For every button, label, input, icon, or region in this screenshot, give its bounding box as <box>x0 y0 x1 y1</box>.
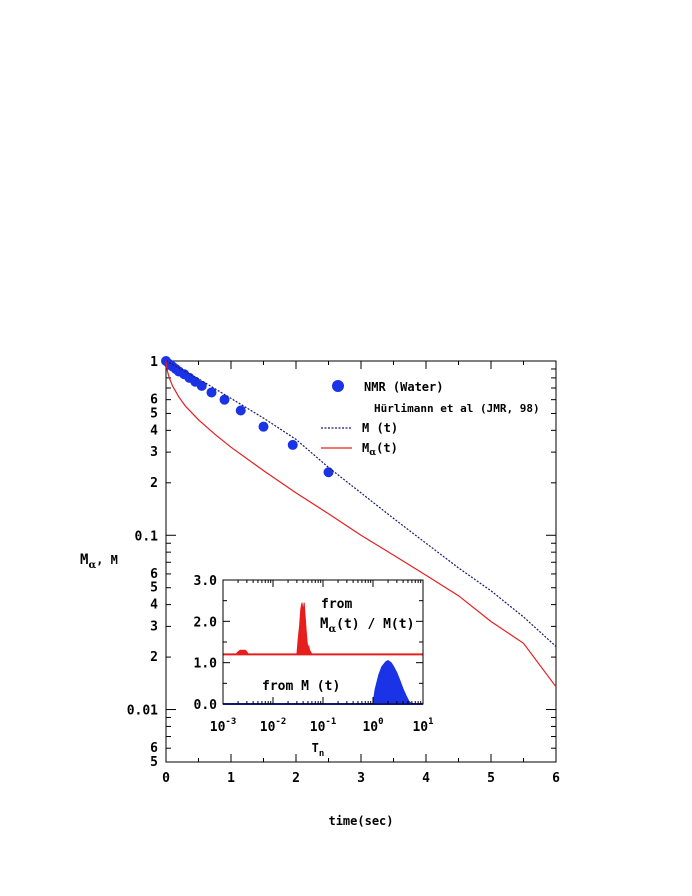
x-tick-label: 0 <box>162 771 170 786</box>
x-tick-label: 6 <box>552 771 560 786</box>
x-tick-label: 1 <box>227 771 235 786</box>
nmr-data-point <box>196 380 207 391</box>
x-tick-label: 5 <box>487 771 495 786</box>
nmr-data-point <box>235 405 246 416</box>
inset-x-tick-base: 10 <box>260 720 276 735</box>
inset-ratio-main: M <box>320 616 328 632</box>
legend-malpha-main: M <box>362 441 369 455</box>
inset-y-tick-label: 1.0 <box>194 657 218 672</box>
inset-x-tick-base: 10 <box>310 720 326 735</box>
inset-y-tick-label: 0.0 <box>194 698 218 713</box>
x-axis-title: time(sec) <box>328 814 393 828</box>
inset-x-tick-exponent: -2 <box>275 717 286 727</box>
inset-x-tick-exponent: -3 <box>225 717 236 727</box>
legend-malpha-label: Mα(t) <box>362 441 398 458</box>
inset-x-tick-label: 10-2 <box>260 717 287 735</box>
inset-y-tick-label: 3.0 <box>194 574 218 589</box>
legend-nmr-label: NMR (Water) <box>364 380 443 394</box>
legend-malpha-sub: α <box>369 448 376 458</box>
y-minor-tick-label: 4 <box>150 598 158 613</box>
legend-m-label: M (t) <box>362 421 398 435</box>
nmr-data-point <box>219 394 230 405</box>
inset-x-title-main: T <box>312 741 319 755</box>
m-t-curve <box>165 360 557 647</box>
y-major-tick-label: 0.01 <box>127 704 158 719</box>
legend-malpha-rest: (t) <box>376 441 398 455</box>
x-tick-label: 4 <box>422 771 430 786</box>
y-minor-tick-label: 3 <box>150 445 158 460</box>
inset-x-tick-exponent: -1 <box>325 717 336 727</box>
inset-x-tick-exponent: 1 <box>428 717 433 727</box>
y-major-tick-label: 1 <box>150 355 158 370</box>
inset-ratio-sub: α <box>328 624 336 635</box>
legend-nmr-marker <box>332 380 344 392</box>
inset-x-tick-label: 10-1 <box>310 717 337 735</box>
inset-annotation-from-m: from M (t) <box>262 679 340 694</box>
y-minor-tick-label: 6 <box>150 567 158 582</box>
inset-x-tick-base: 10 <box>412 720 428 735</box>
y-axis-title: Mα, M <box>80 552 118 571</box>
legend: NMR (Water) Hürlimann et al (JMR, 98) M … <box>321 380 540 458</box>
y-minor-tick-label: 6 <box>150 741 158 756</box>
x-tick-label: 3 <box>357 771 365 786</box>
inset-y-tick-label: 2.0 <box>194 615 218 630</box>
legend-citation: Hürlimann et al (JMR, 98) <box>374 402 540 415</box>
y-axis-title-main: M <box>80 552 88 568</box>
y-axis-title-rest: , M <box>96 553 118 567</box>
y-minor-tick-label: 2 <box>150 650 158 665</box>
inset-x-tick-label: 10-3 <box>210 717 237 735</box>
y-axis-title-sub: α <box>88 560 96 571</box>
inset-annotation-ratio: Mα(t) / M(t) <box>320 616 414 635</box>
y-minor-tick-label: 5 <box>150 406 158 421</box>
inset-x-tick-label: 100 <box>362 717 383 735</box>
y-major-tick-label: 0.1 <box>135 529 159 544</box>
y-minor-tick-label: 5 <box>150 755 158 770</box>
y-minor-tick-label: 2 <box>150 476 158 491</box>
inset-x-tick-exponent: 0 <box>378 717 383 727</box>
inset-x-tick-base: 10 <box>362 720 378 735</box>
y-minor-tick-label: 3 <box>150 619 158 634</box>
inset-annotation-from: from <box>321 597 352 612</box>
inset-x-title-sub: n <box>319 749 324 759</box>
nmr-data-point <box>258 421 269 432</box>
nmr-data-point <box>206 387 217 398</box>
nmr-data-point <box>287 439 298 450</box>
inset-ratio-distribution <box>223 602 412 655</box>
y-minor-tick-label: 4 <box>150 423 158 438</box>
inset-x-tick-label: 101 <box>412 717 433 735</box>
malpha-t-curve <box>165 360 557 688</box>
inset-ratio-rest: (t) / M(t) <box>336 617 414 632</box>
main-series-group <box>161 356 557 688</box>
inset-x-axis-title: Tn <box>312 741 325 759</box>
y-minor-tick-label: 5 <box>150 581 158 596</box>
inset-m-distribution <box>223 660 414 705</box>
nmr-data-point <box>323 467 334 478</box>
x-tick-label: 2 <box>292 771 300 786</box>
inset-x-tick-base: 10 <box>210 720 226 735</box>
y-minor-tick-label: 6 <box>150 393 158 408</box>
